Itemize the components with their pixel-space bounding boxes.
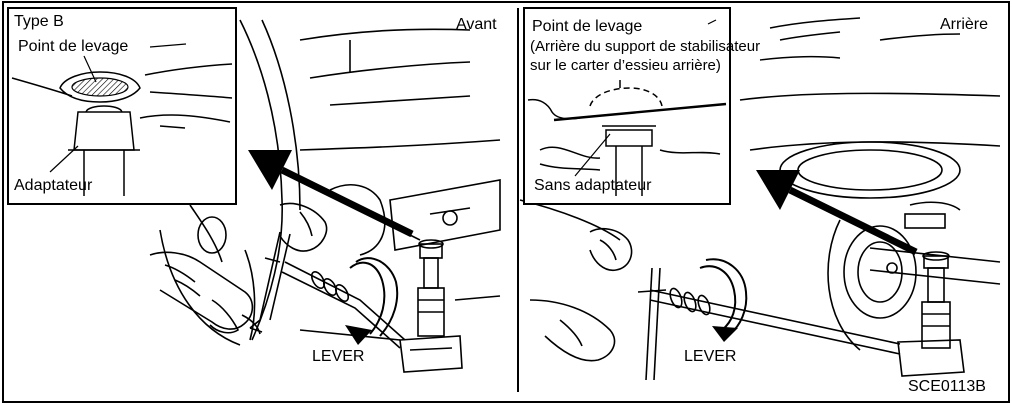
pointer-arrow-left [248, 150, 414, 238]
pointer-arrow-right [756, 170, 918, 256]
position-label-front: Avant [456, 16, 497, 33]
inset-note-line2: sur le carter d’essieu arrière) [530, 57, 721, 74]
inset-lifting-point-label-left: Point de levage [18, 38, 129, 55]
inset-adapter-label: Adaptateur [14, 177, 93, 194]
lever-label-left: LEVER [312, 348, 365, 365]
inset-lifting-point-label-right: Point de levage [532, 18, 643, 35]
left-inset [7, 7, 237, 205]
right-scene [519, 17, 1001, 381]
inset-no-adapter-label: Sans adaptateur [534, 177, 652, 194]
inset-note-line1: (Arrière du support de stabilisateur [530, 38, 761, 55]
lever-arrow-head-left [345, 325, 372, 345]
right-inset [523, 7, 731, 205]
figure-code: SCE0113B [908, 378, 986, 395]
position-label-rear: Arrière [940, 16, 989, 33]
lever-arrow-head-right [712, 326, 738, 342]
inset-type-label: Type B [14, 13, 64, 30]
right-top-strokes [759, 31, 841, 61]
lever-label-right: LEVER [684, 348, 737, 365]
